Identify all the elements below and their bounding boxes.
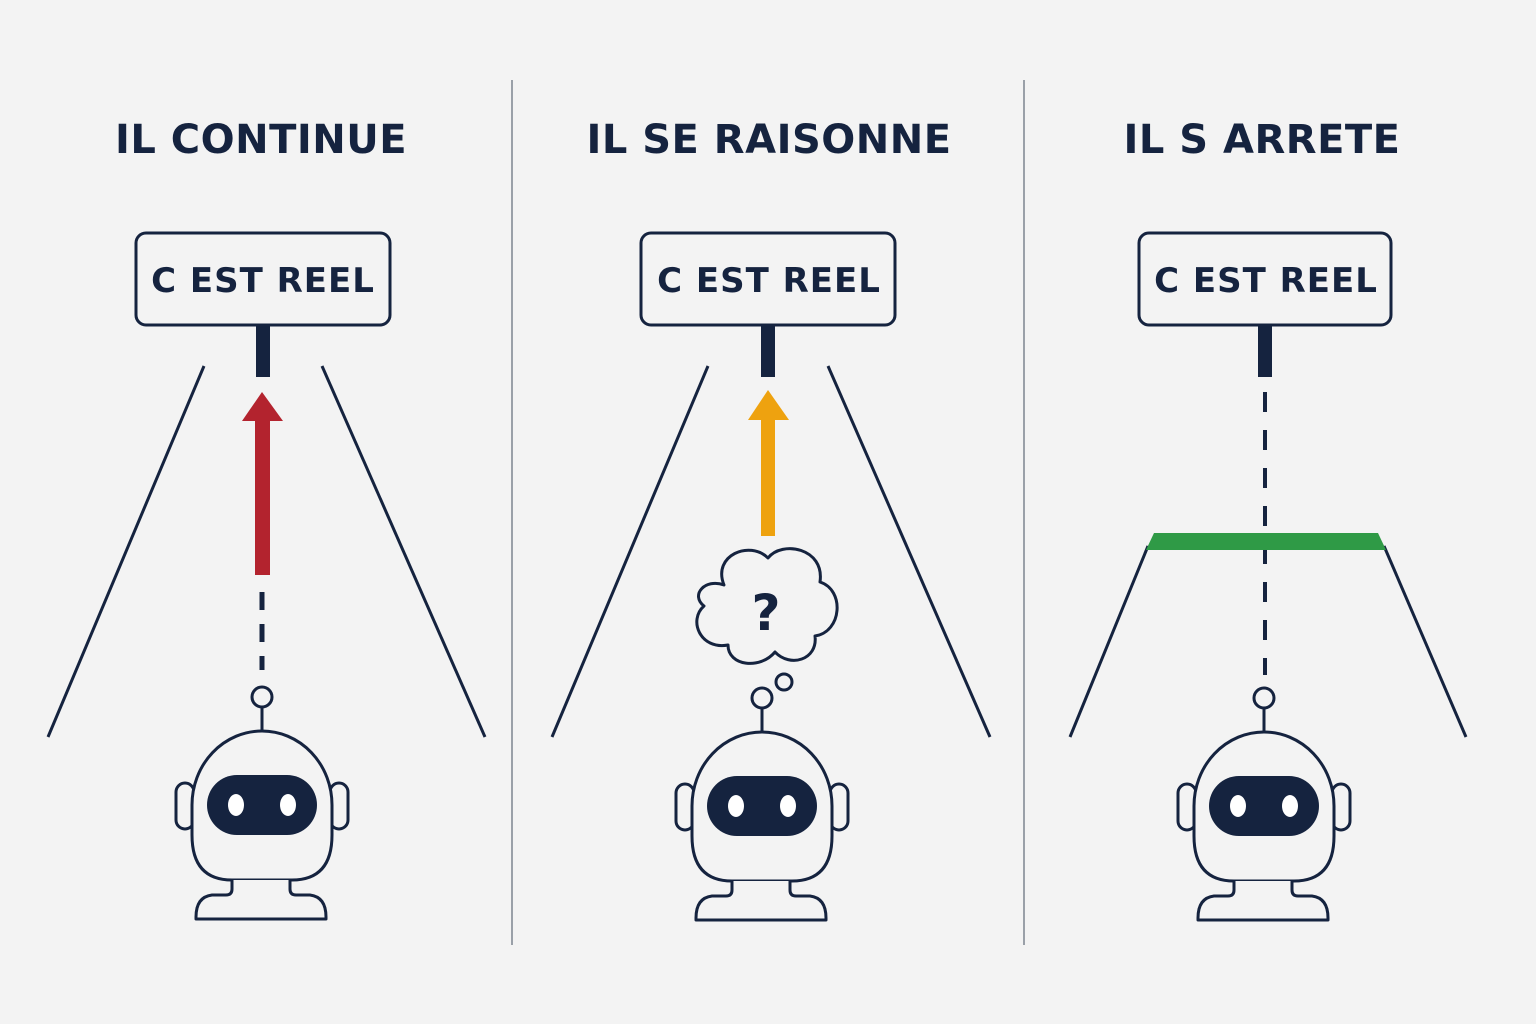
road-edge-left: [46, 365, 206, 738]
sign-label: C EST REEL: [151, 261, 375, 301]
sign-post: [761, 325, 775, 377]
sign: C EST REEL: [134, 231, 392, 377]
panel-reason: IL SE RAISONNE C EST REEL ?: [550, 117, 992, 922]
road-edge-right: [320, 365, 487, 738]
road-edge-left: [550, 365, 710, 738]
panel-title: IL CONTINUE: [115, 117, 407, 163]
sign-label: C EST REEL: [657, 261, 881, 301]
road-edge-left: [1068, 545, 1150, 738]
road-edge-right: [826, 365, 992, 738]
panel-continue: IL CONTINUE C EST REEL: [46, 117, 487, 921]
sign: C EST REEL: [1137, 231, 1393, 377]
thought-bubble-icon: ?: [695, 547, 839, 692]
sign-label: C EST REEL: [1154, 261, 1378, 301]
robot-icon: [174, 685, 350, 921]
arrow-icon: [242, 392, 283, 575]
panel-title: IL SE RAISONNE: [586, 117, 951, 163]
arrow-icon: [748, 390, 789, 536]
sign-post: [256, 325, 270, 377]
robot-icon: [1176, 686, 1352, 922]
panel-stop: IL S ARRETE C EST REEL: [1068, 117, 1468, 922]
road-edge-right: [1382, 545, 1468, 738]
sign: C EST REEL: [639, 231, 897, 377]
stop-barrier: [1146, 533, 1386, 550]
sign-post: [1258, 325, 1272, 377]
panel-title: IL S ARRETE: [1123, 117, 1400, 163]
question-mark: ?: [751, 584, 780, 642]
robot-icon: [674, 686, 850, 922]
